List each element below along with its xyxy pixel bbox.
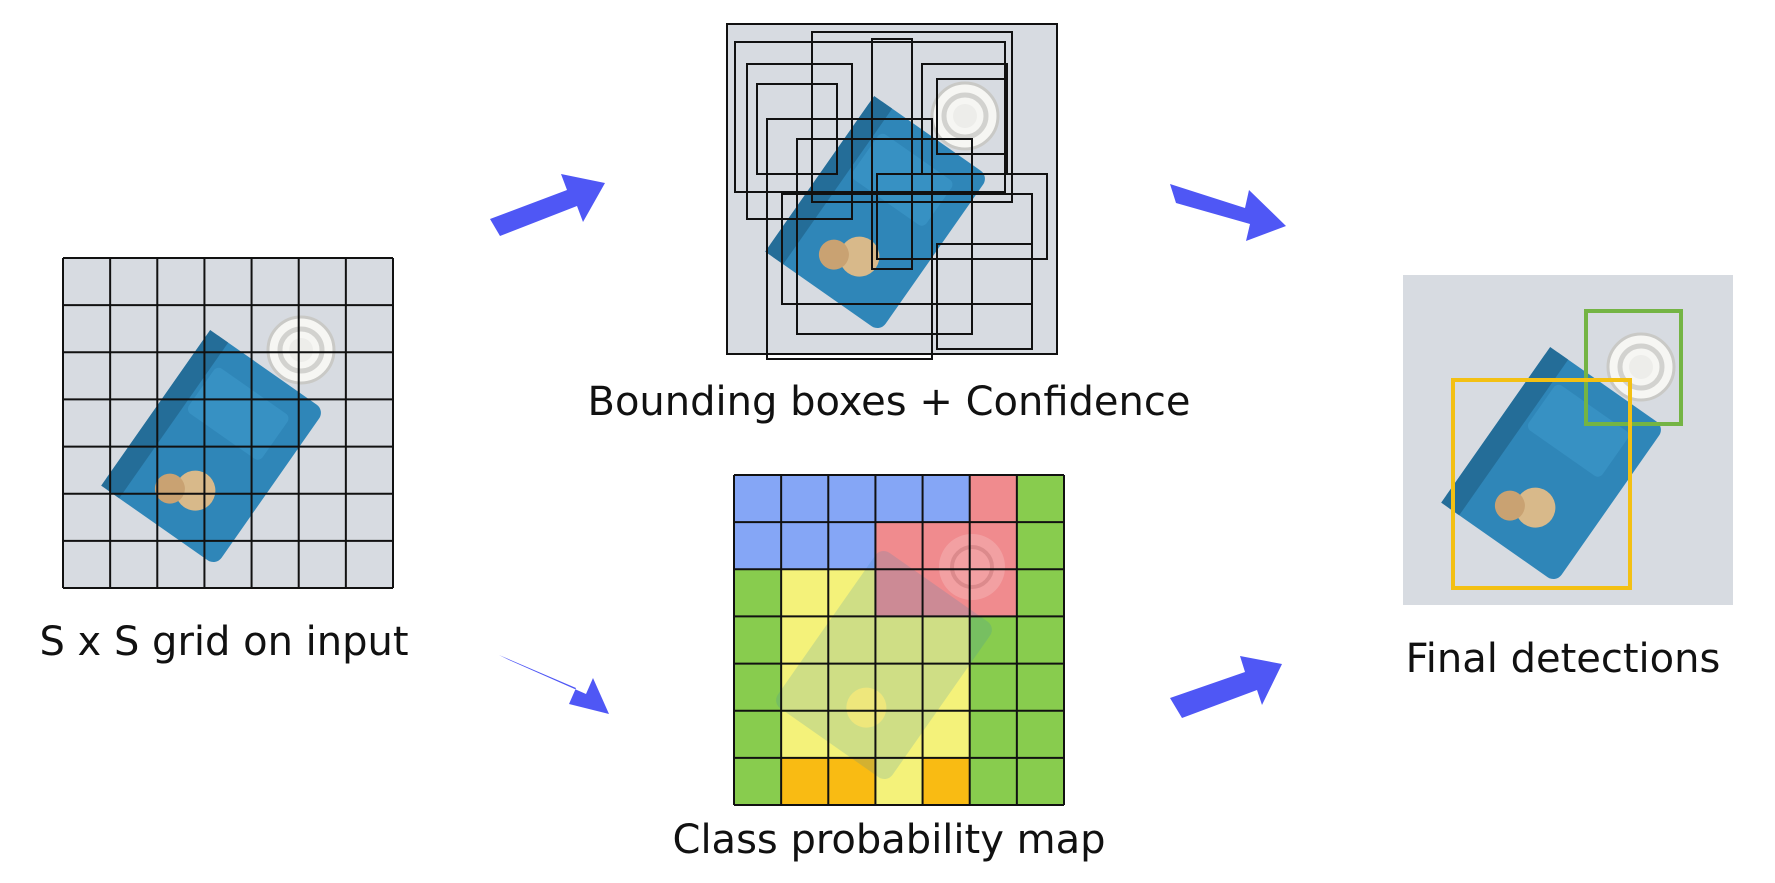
class-cell-green	[734, 664, 781, 711]
class-cell-green	[1017, 475, 1064, 522]
class-cell-blue	[734, 522, 781, 569]
class-cell-green	[734, 711, 781, 758]
classmap-label: Class probability map	[673, 817, 1106, 863]
class-cell-orange	[923, 758, 970, 805]
class-map-panel	[734, 475, 1064, 805]
boxes-label: Bounding boxes + Confidence	[588, 379, 1191, 425]
class-cell-blue	[923, 475, 970, 522]
final-label: Final detections	[1406, 636, 1721, 682]
class-cell-green	[1017, 616, 1064, 663]
class-cell-green	[1017, 711, 1064, 758]
final-detections-panel	[1403, 275, 1733, 605]
bounding-boxes-panel	[727, 24, 1057, 359]
class-cell-green	[734, 758, 781, 805]
class-cell-green	[970, 711, 1017, 758]
class-cell-blue	[781, 522, 828, 569]
class-cell-blue	[828, 522, 875, 569]
class-cell-red	[970, 475, 1017, 522]
class-cell-green	[1017, 522, 1064, 569]
arrow-right-up-icon	[490, 174, 605, 236]
class-cell-green	[734, 569, 781, 616]
grid-label: S x S grid on input	[39, 619, 408, 665]
class-cell-blue	[875, 475, 922, 522]
class-cell-green	[970, 758, 1017, 805]
class-cell-orange	[781, 758, 828, 805]
grid-input-panel	[63, 258, 393, 588]
input-photo	[63, 258, 393, 588]
class-cell-green	[970, 664, 1017, 711]
class-cell-yellow	[781, 569, 828, 616]
class-cell-green	[734, 616, 781, 663]
arrow-right-up-icon	[1170, 656, 1282, 718]
class-cell-green	[1017, 758, 1064, 805]
class-cell-blue	[781, 475, 828, 522]
class-cell-blue	[734, 475, 781, 522]
arrow-right-down-icon	[499, 655, 609, 714]
class-cell-green	[1017, 569, 1064, 616]
class-cell-green	[1017, 664, 1064, 711]
arrow-right-down-icon	[1170, 184, 1286, 241]
class-cell-blue	[828, 475, 875, 522]
